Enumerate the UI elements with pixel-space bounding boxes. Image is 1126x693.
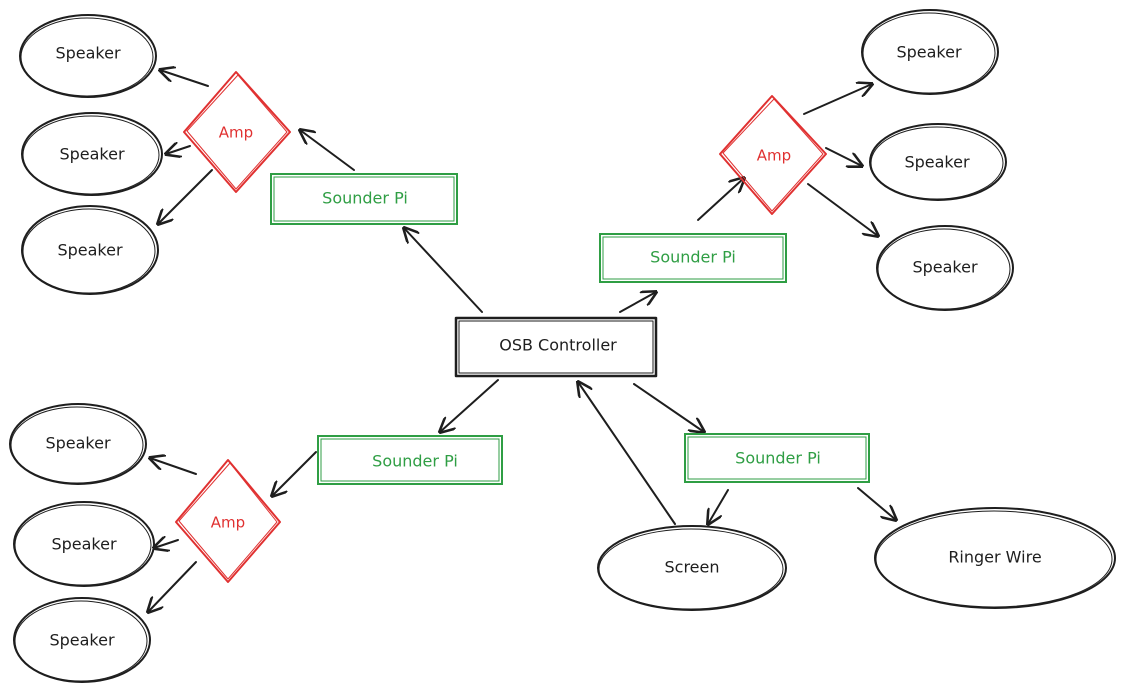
arrow-amp-tl-to-speaker-2 [166, 146, 191, 154]
controller-node[interactable]: OSB Controller [454, 316, 658, 378]
speaker-top-right-2[interactable]: Speaker [869, 123, 1007, 201]
sounder-pi-label: Sounder Pi [650, 248, 736, 267]
arrow-controller-to-sounder-top-right [619, 292, 656, 313]
screen-label: Screen [664, 558, 719, 577]
amp-bottom-left[interactable]: Amp [175, 459, 281, 583]
speaker-top-left-2[interactable]: Speaker [21, 112, 163, 196]
arrow-amp-bl-to-speaker-1 [150, 458, 197, 475]
amp-top-right[interactable]: Amp [719, 95, 827, 215]
arrow-amp-tl-to-speaker-3 [158, 169, 213, 224]
amp-label: Amp [219, 124, 253, 142]
sounder-pi-bottom-right[interactable]: Sounder Pi [684, 433, 870, 483]
arrow-amp-tl-to-speaker-1 [160, 70, 209, 87]
arrow-controller-to-sounder-bottom-right [633, 383, 704, 432]
sounder-pi-label: Sounder Pi [735, 449, 821, 468]
amp-label: Amp [757, 147, 791, 165]
speaker-label: Speaker [912, 258, 978, 277]
arrow-sounder-to-screen [708, 489, 729, 524]
arrow-controller-to-sounder-top-left [404, 228, 483, 313]
speaker-bottom-left-2[interactable]: Speaker [13, 501, 155, 587]
speaker-bottom-left-1[interactable]: Speaker [9, 403, 147, 485]
arrow-controller-to-sounder-bottom-left [440, 379, 499, 432]
controller-label: OSB Controller [499, 336, 617, 355]
arrow-sounder-to-amp-top-left [300, 130, 355, 171]
sounder-pi-label: Sounder Pi [372, 452, 458, 471]
speaker-top-left-1[interactable]: Speaker [19, 14, 157, 98]
edges [148, 70, 896, 612]
amp-label: Amp [211, 514, 245, 532]
arrow-amp-bl-to-speaker-2 [154, 540, 179, 548]
arrow-amp-tr-to-speaker-1 [803, 84, 872, 115]
arrow-sounder-to-amp-bottom-left [272, 451, 317, 496]
speaker-label: Speaker [55, 44, 121, 63]
sounder-pi-top-right[interactable]: Sounder Pi [599, 233, 787, 283]
arrow-amp-bl-to-speaker-3 [148, 561, 197, 612]
arrow-sounder-to-ringer [857, 487, 896, 520]
sounder-pi-label: Sounder Pi [322, 189, 408, 208]
speaker-label: Speaker [59, 145, 125, 164]
speaker-top-right-3[interactable]: Speaker [876, 225, 1014, 311]
ringer-wire-label: Ringer Wire [948, 548, 1041, 567]
amp-top-left[interactable]: Amp [183, 71, 291, 193]
sounder-pi-bottom-left[interactable]: Sounder Pi [317, 435, 503, 485]
arrow-sounder-to-amp-top-right [697, 178, 744, 221]
speaker-label: Speaker [904, 153, 970, 172]
screen-node[interactable]: Screen [597, 525, 787, 611]
arrow-amp-tr-to-speaker-2 [825, 147, 862, 166]
sounder-pi-top-left[interactable]: Sounder Pi [270, 173, 458, 225]
speaker-label: Speaker [49, 631, 115, 650]
speaker-label: Speaker [51, 535, 117, 554]
speaker-label: Speaker [45, 434, 111, 453]
speaker-top-left-3[interactable]: Speaker [21, 205, 159, 295]
speaker-top-right-1[interactable]: Speaker [861, 9, 999, 95]
arrow-screen-to-controller [578, 382, 676, 525]
speaker-bottom-left-3[interactable]: Speaker [13, 597, 151, 683]
speaker-label: Speaker [896, 43, 962, 62]
speaker-label: Speaker [57, 241, 123, 260]
arrow-amp-tr-to-speaker-3 [807, 183, 878, 236]
ringer-wire-node[interactable]: Ringer Wire [874, 507, 1116, 609]
